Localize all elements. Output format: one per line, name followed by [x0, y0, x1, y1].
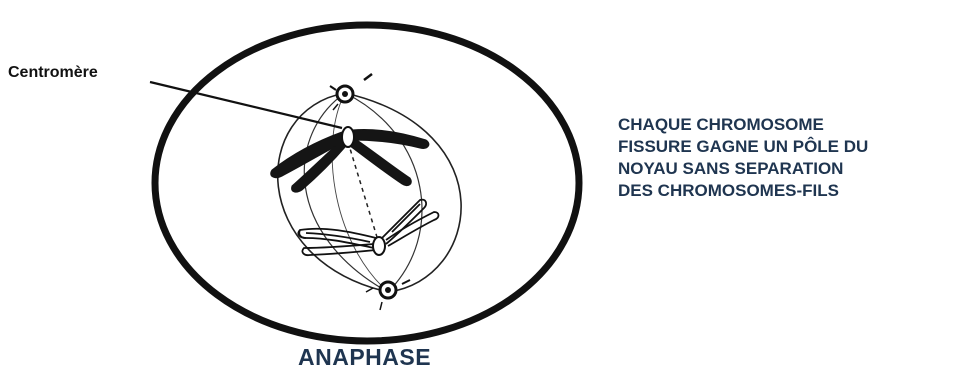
centromere-label: Centromère	[8, 64, 98, 82]
spindle-fiber	[332, 93, 388, 292]
caption-line: DES CHROMOSOMES-FILS	[618, 180, 948, 202]
upper-centromere	[342, 127, 354, 147]
spindle-envelope	[278, 93, 461, 292]
lower-centromere	[373, 237, 385, 255]
cell-membrane	[155, 25, 579, 341]
caption-text: CHAQUE CHROMOSOME FISSURE GAGNE UN PÔLE …	[618, 114, 948, 202]
bottom-pole-centriole	[366, 280, 410, 310]
caption-line: FISSURE GAGNE UN PÔLE DU	[618, 136, 948, 158]
diagram-title: ANAPHASE	[298, 344, 431, 371]
caption-line: CHAQUE CHROMOSOME	[618, 114, 948, 136]
spindle-fiber	[345, 93, 422, 292]
caption-line: NOYAU SANS SEPARATION	[618, 158, 948, 180]
